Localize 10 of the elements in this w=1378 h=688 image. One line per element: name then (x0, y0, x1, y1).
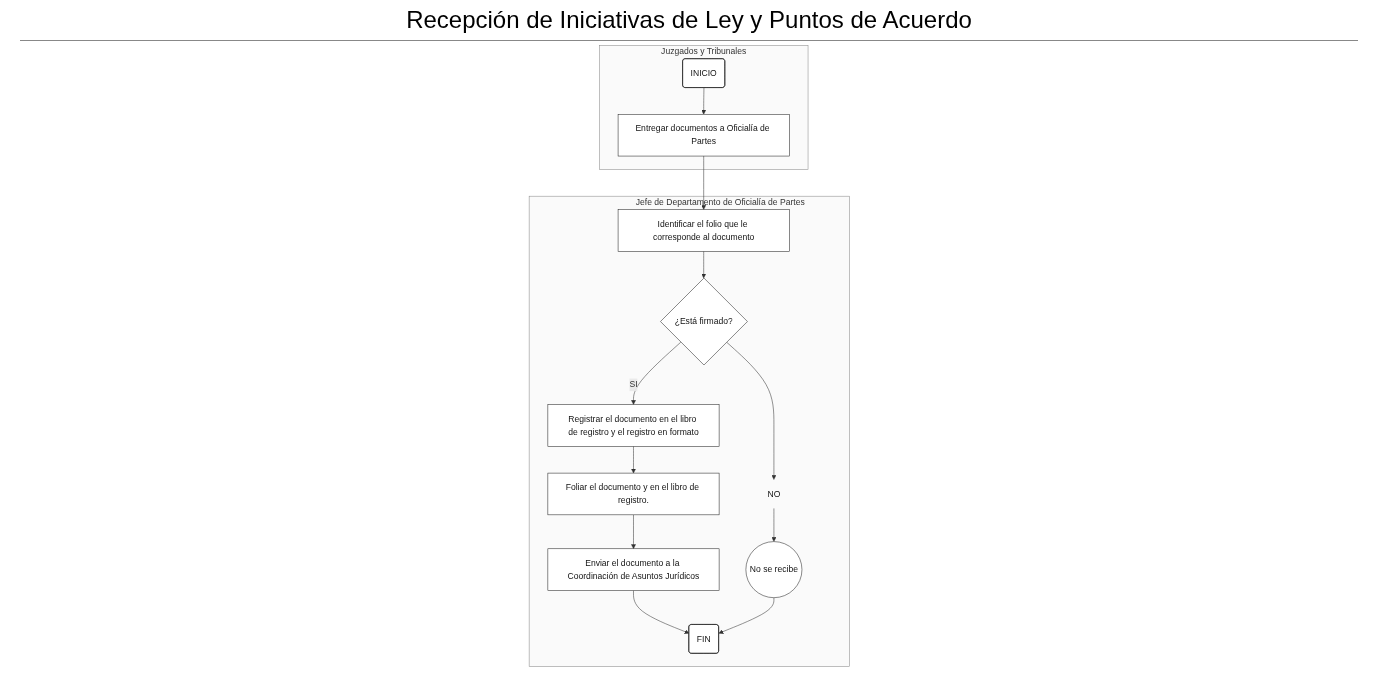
node-text: NO (767, 489, 781, 499)
node-box: Entregar documentos a Oficialía de Partes (617, 114, 790, 157)
node-circle: No se recibe (745, 541, 802, 598)
node-box: Identificar el folio que le corresponde al documento (617, 209, 790, 252)
node-box: Enviar el documento a la Coordinación de Asuntos Jurídicos (547, 548, 720, 591)
node-box: Foliar el documento y en el libro de registro. (547, 472, 720, 516)
edge-label: SI (629, 379, 638, 390)
diagram-title: Recepción de Iniciativas de Ley y Puntos de Acuerdo (20, 0, 1358, 41)
node-diamond: ¿Está firmado? (659, 277, 748, 366)
node-box: Registrar el documento en el libro de registro y el registro en formato (547, 404, 720, 447)
